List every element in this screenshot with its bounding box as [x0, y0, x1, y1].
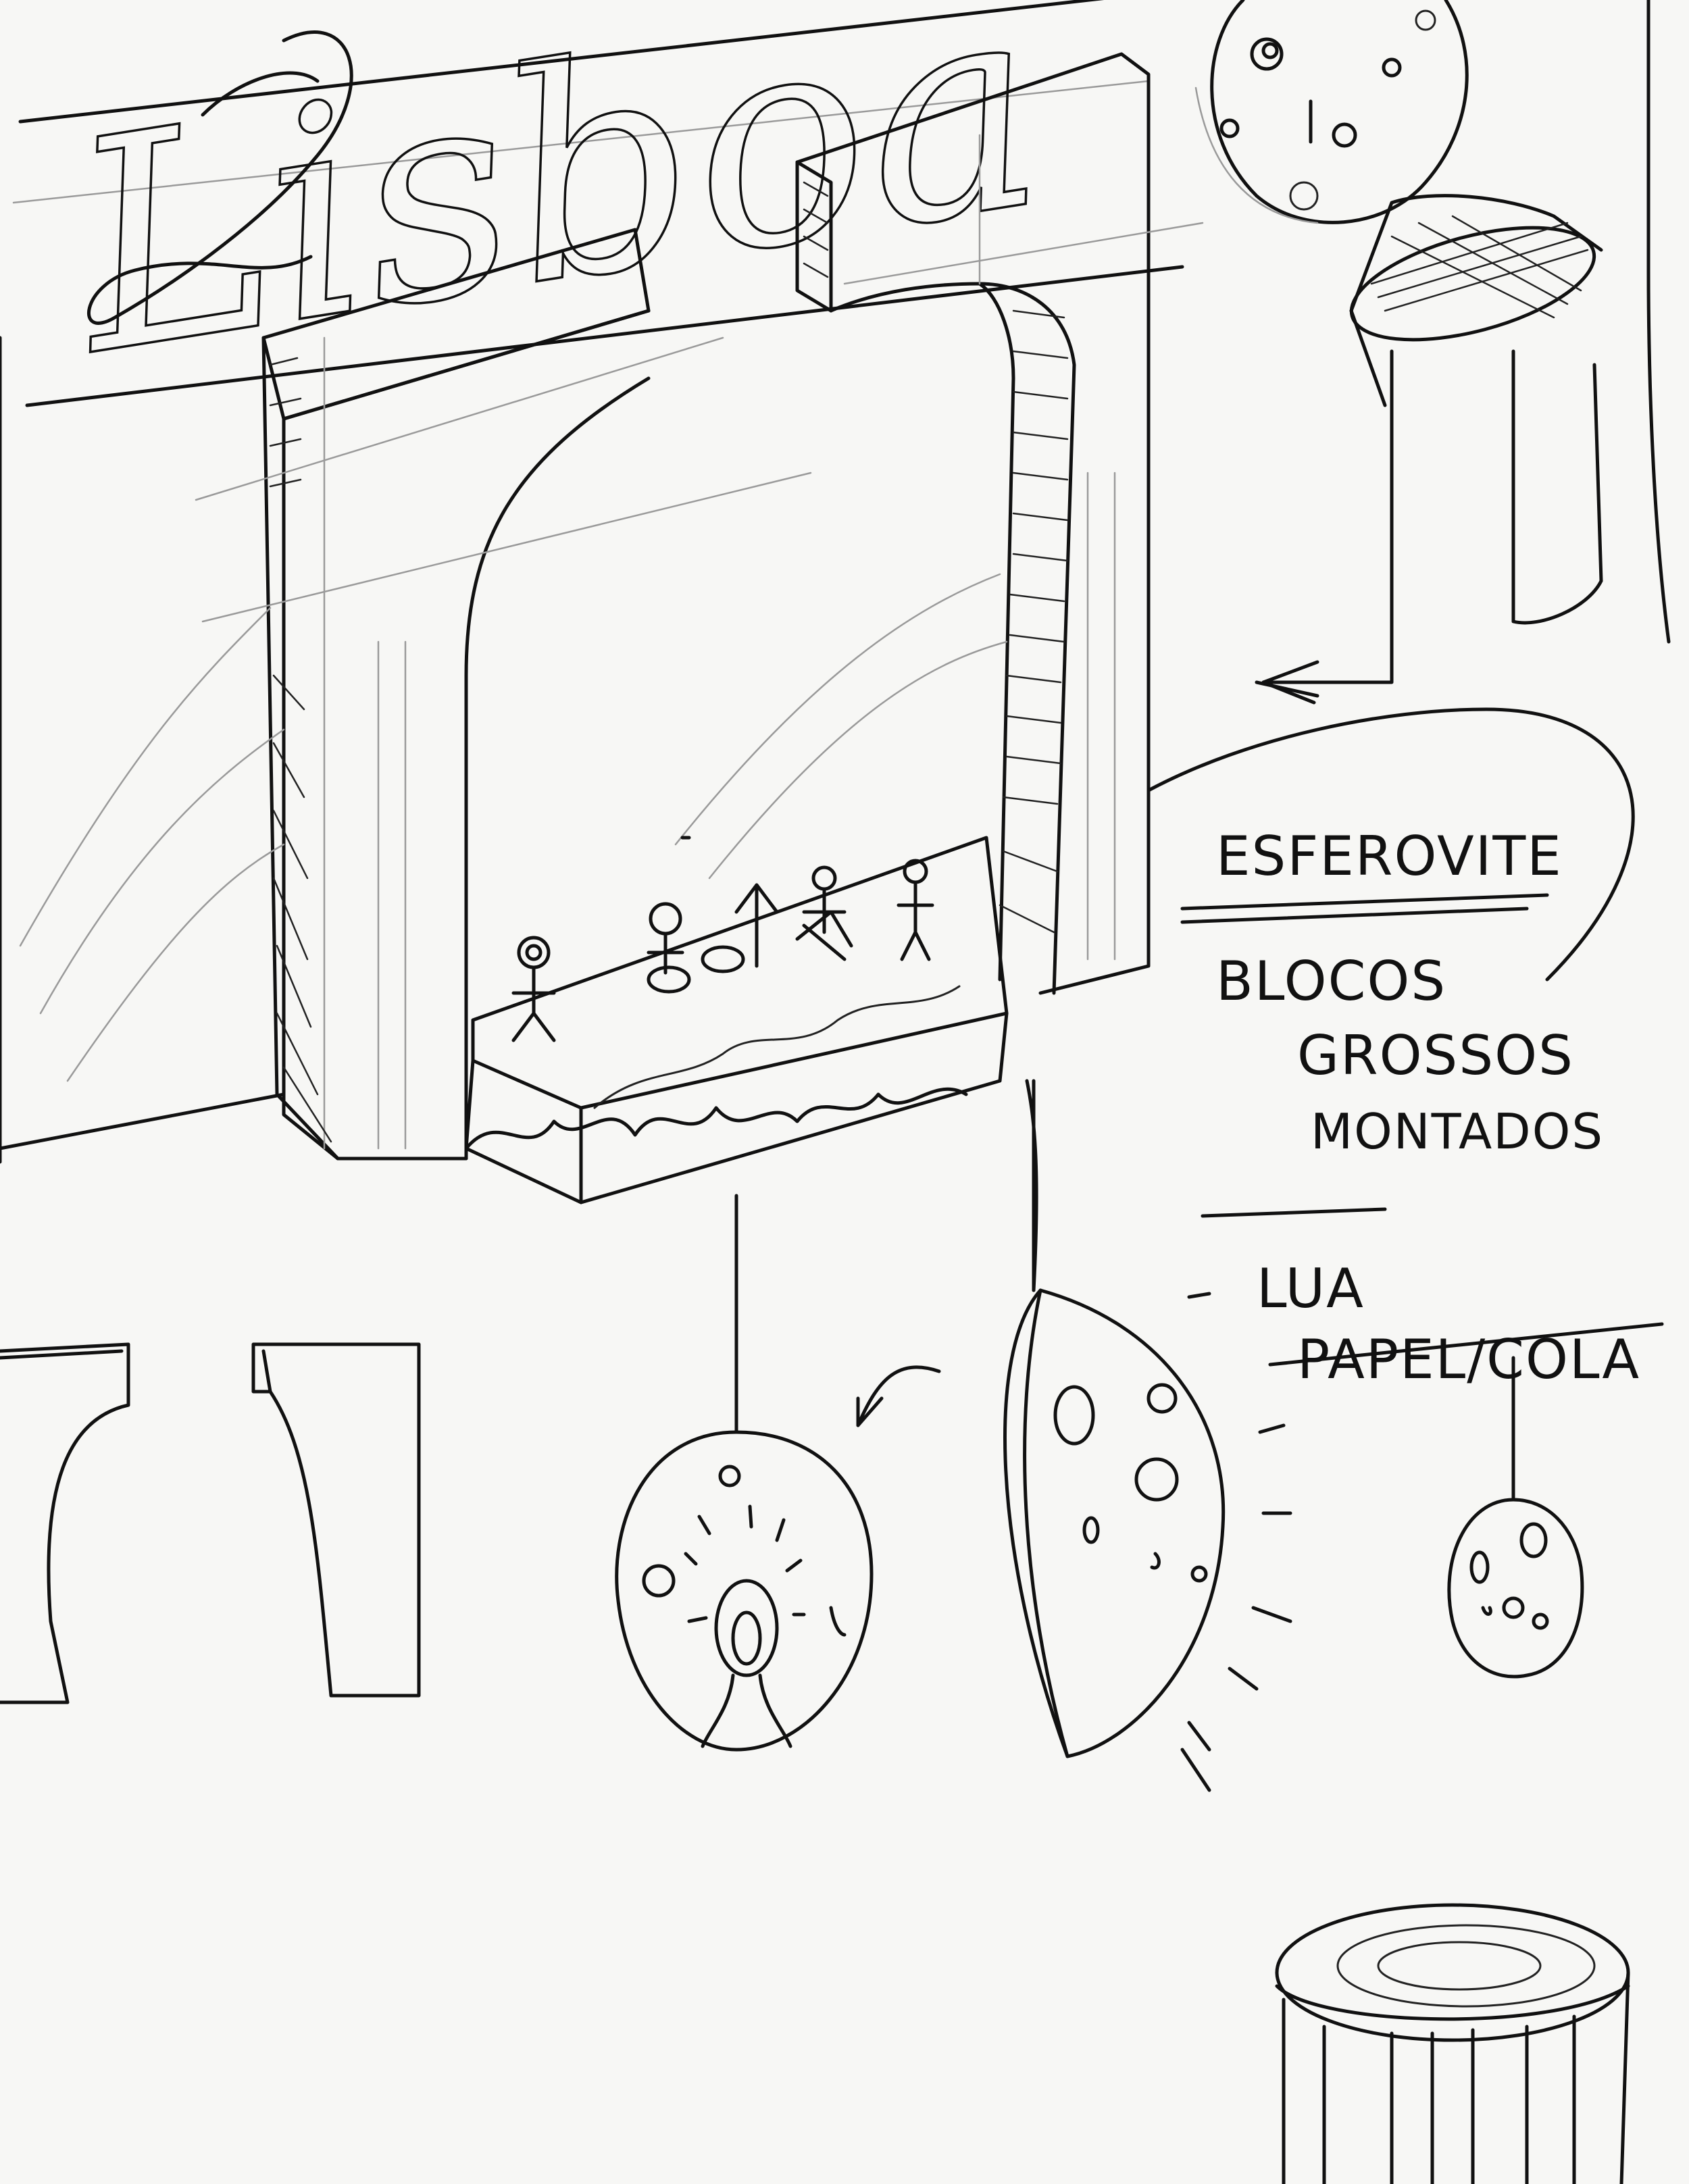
drum-barrel	[1275, 1903, 1630, 2184]
notes: ESFEROVITE BLOCOS GROSSOS MONTADOS LUA P…	[1180, 825, 1664, 1391]
arch-profile-right	[251, 1342, 421, 1698]
sign-text: Lisboa	[48, 0, 1062, 420]
label-material: ESFEROVITE	[1216, 825, 1563, 888]
column-lamp	[1261, 0, 1671, 705]
right-arch-panel	[795, 52, 1204, 995]
left-panel-hatching	[269, 357, 332, 1143]
figure-2	[647, 902, 684, 975]
lamp-moon	[615, 1194, 941, 1752]
figure-3	[802, 865, 847, 934]
stage-platform	[464, 836, 1009, 1204]
small-moon	[1447, 1356, 1584, 1679]
label-blocks-3: MONTADOS	[1311, 1103, 1604, 1160]
label-moon-2: PAPEL/COLA	[1297, 1328, 1640, 1391]
label-blocks-2: GROSSOS	[1297, 1024, 1574, 1087]
figure-4	[897, 859, 934, 961]
moon-top	[1194, 0, 1469, 224]
right-panel-hatching	[803, 181, 1069, 934]
arch-profile-left	[0, 1342, 130, 1704]
column-hatching	[1370, 215, 1589, 319]
sign-banner: Lisboa	[12, 0, 1184, 422]
half-moon	[1003, 1079, 1292, 1792]
label-moon-1: LUA	[1257, 1257, 1365, 1320]
back-wall	[0, 336, 1635, 1164]
left-arch-panel	[195, 228, 812, 1161]
figure-1	[511, 936, 556, 1042]
figure-5	[647, 883, 779, 994]
label-blocks-1: BLOCOS	[1216, 950, 1446, 1013]
